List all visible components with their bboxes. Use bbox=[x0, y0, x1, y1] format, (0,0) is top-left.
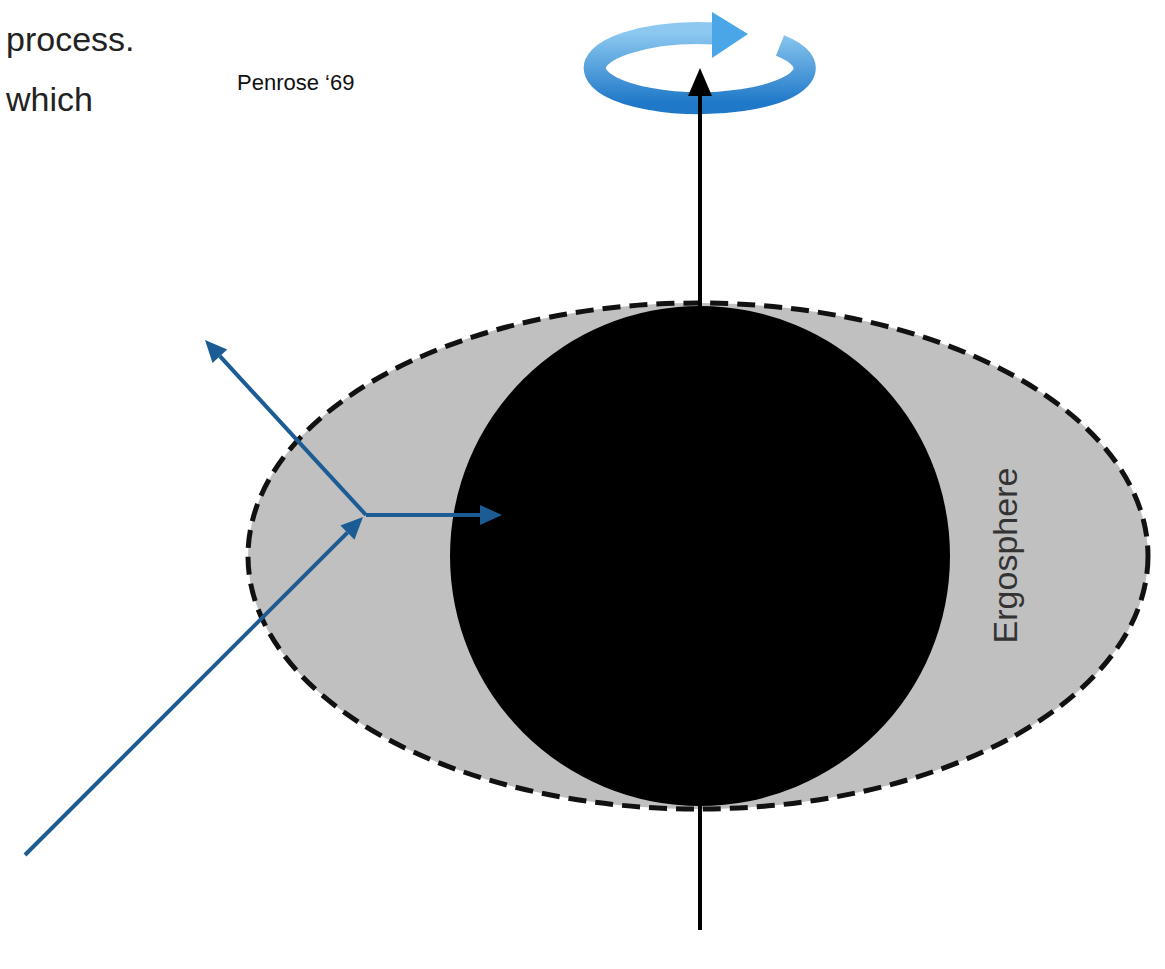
escaping-fragment bbox=[220, 356, 366, 515]
spin-axis bbox=[698, 92, 702, 930]
citation: Penrose ‘69 bbox=[237, 70, 354, 96]
infalling-fragment-head bbox=[480, 505, 502, 525]
slide-text: which bbox=[6, 80, 93, 119]
slide-text: process. bbox=[6, 20, 135, 59]
incoming-particle bbox=[25, 533, 347, 855]
rotation-arrowhead bbox=[712, 12, 748, 58]
rotation-ring bbox=[595, 33, 805, 103]
incoming-particle-head bbox=[340, 517, 363, 540]
axis-arrowhead bbox=[688, 68, 712, 96]
escaping-fragment-head bbox=[205, 340, 227, 363]
infalling-fragment bbox=[366, 513, 480, 517]
region-label: Ergosphere bbox=[987, 467, 1026, 643]
